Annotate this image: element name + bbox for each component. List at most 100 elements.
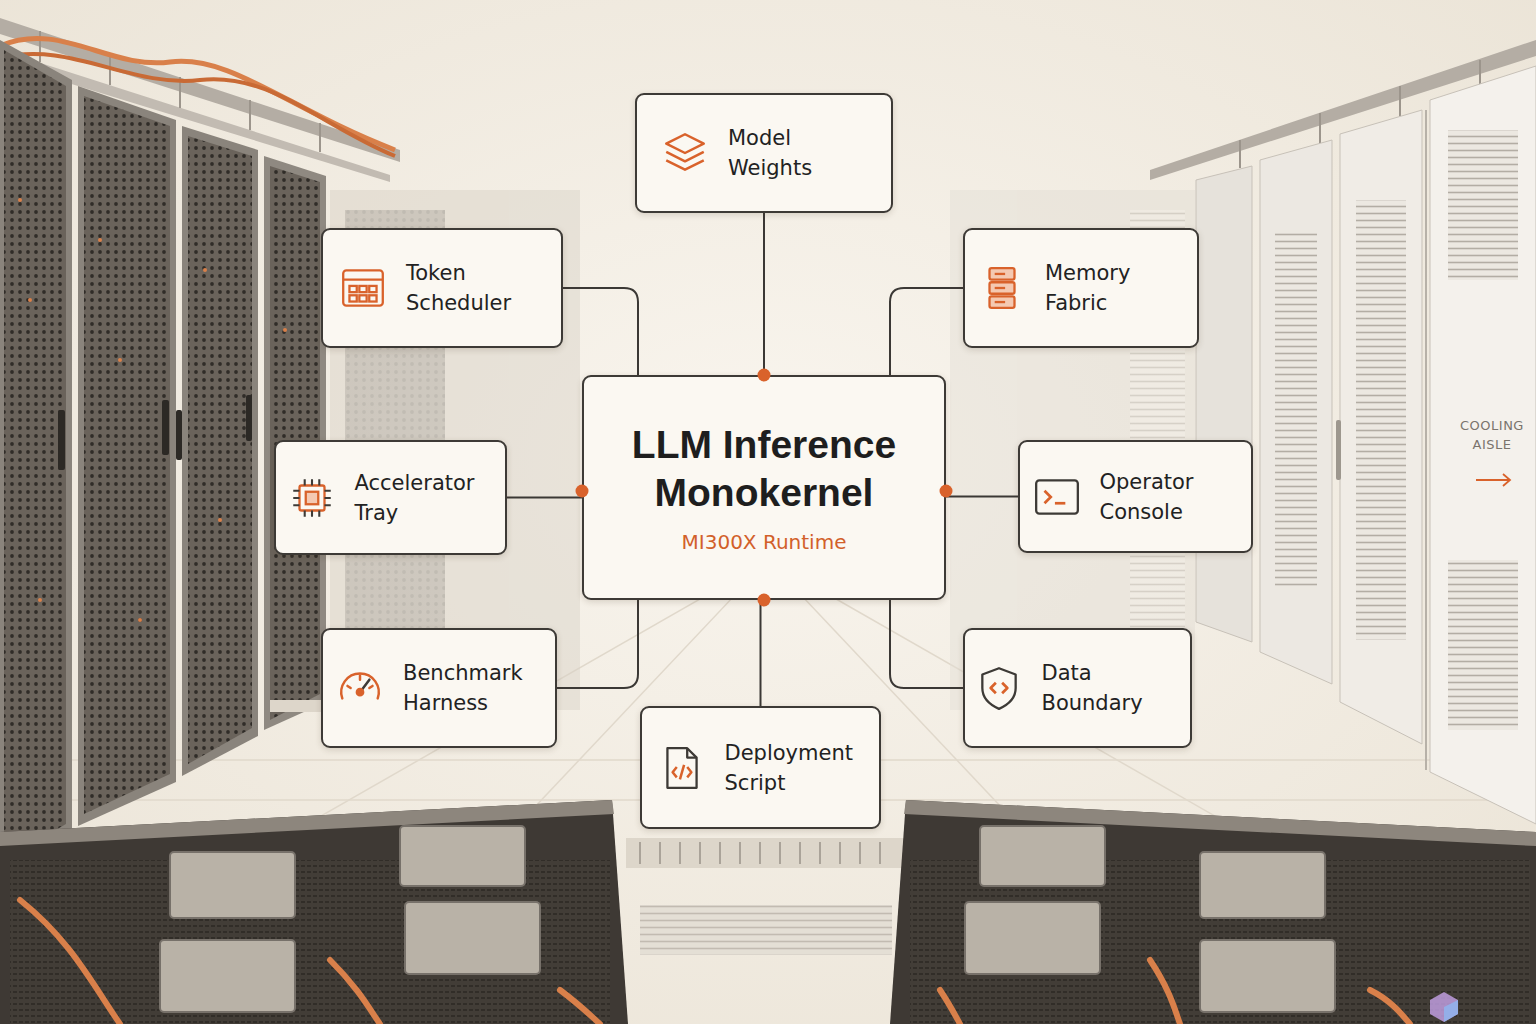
box-icon — [657, 743, 707, 793]
left-server-racks — [118, 358, 122, 362]
box-icon — [349, 295, 356, 301]
right-hardware-tray — [965, 826, 1335, 1012]
box-icon — [287, 473, 337, 523]
box-label: Token Scheduler — [406, 258, 546, 318]
text-holder: Accelerator Tray — [355, 468, 495, 528]
box-icon — [287, 473, 337, 523]
component-box: Memory Fabric — [963, 228, 1199, 348]
right-hardware-tray — [965, 902, 1100, 974]
box-icon — [1032, 472, 1082, 522]
floor-vents — [640, 842, 880, 864]
component-box: Benchmark Harness — [321, 628, 557, 748]
component-box: Operator Console — [1018, 440, 1253, 553]
floor-vents — [679, 842, 681, 864]
hub-subtitle: MI300X Runtime — [682, 529, 847, 555]
left-hardware-tray — [0, 800, 628, 1024]
left-server-racks — [188, 136, 252, 764]
right-hardware-tray — [890, 800, 1536, 1024]
right-cabinets — [1448, 130, 1518, 280]
left-server-racks — [84, 96, 170, 814]
box-icon — [299, 485, 324, 510]
cable-tray-left — [39, 31, 41, 62]
port-dots — [940, 485, 953, 498]
floor-vents — [839, 842, 841, 864]
hub-title: LLM Inference Monokernel — [599, 421, 929, 517]
left-server-racks — [182, 126, 258, 776]
corner-mark — [1444, 1000, 1458, 1022]
left-hardware-tray — [0, 800, 628, 1024]
box-icon — [657, 743, 707, 793]
box-icon — [359, 295, 366, 301]
box-icon — [305, 491, 318, 504]
wall-sign: COOLING AISLE — [1452, 416, 1532, 454]
component-box: Accelerator Tray — [274, 440, 507, 555]
left-hardware-tray — [400, 826, 525, 886]
floor-vents — [859, 842, 861, 864]
right-cabinets — [1340, 110, 1422, 744]
left-hardware-tray — [405, 902, 540, 974]
box-icon — [666, 134, 704, 153]
text-holder: Deployment Script — [725, 738, 865, 798]
box-icon — [343, 270, 383, 305]
left-server-racks — [28, 298, 32, 302]
floor-vents — [639, 842, 641, 864]
corner-mark — [1430, 992, 1458, 1022]
connector-line — [563, 288, 638, 375]
left-hardware-tray — [170, 852, 295, 918]
box-icon — [977, 263, 1027, 313]
box-icon — [974, 663, 1024, 713]
box-icon — [1054, 501, 1064, 504]
box-icon — [660, 128, 710, 178]
box-icon — [348, 676, 373, 689]
box-icon — [995, 287, 1005, 289]
box-label: Data Boundary — [1042, 658, 1182, 718]
text-holder: Benchmark Harness — [403, 658, 543, 718]
floor-vents — [626, 838, 906, 868]
right-hardware-tray — [940, 960, 1410, 1024]
connector-line — [946, 496, 1018, 498]
box-icon — [369, 286, 376, 292]
right-hardware-tray — [1200, 940, 1335, 1012]
box-icon — [341, 674, 379, 699]
right-cabinets — [1425, 110, 1427, 770]
box-icon — [974, 663, 1024, 713]
box-icon — [995, 273, 1005, 275]
port-dots — [576, 485, 589, 498]
box-icon — [995, 301, 1005, 303]
box-icon — [666, 160, 704, 169]
right-cabinets — [1196, 166, 1252, 642]
right-cabinets — [1356, 200, 1406, 640]
box-icon — [990, 268, 1015, 279]
text-holder: Operator Console — [1100, 467, 1240, 527]
left-hardware-tray — [20, 900, 120, 1024]
box-label: Accelerator Tray — [355, 468, 495, 528]
right-hardware-tray — [940, 990, 960, 1024]
box-icon — [349, 286, 356, 292]
box-icon — [338, 263, 388, 313]
left-server-racks — [58, 410, 65, 470]
right-cabinets — [1448, 560, 1518, 730]
port-dots — [758, 594, 771, 607]
box-icon — [679, 764, 683, 779]
box-icon — [977, 263, 1027, 313]
floor-vents — [799, 842, 801, 864]
corner-mark — [1430, 992, 1458, 1022]
cable-tray-right — [1319, 113, 1321, 143]
box-icon — [293, 479, 331, 517]
box-icon — [666, 152, 704, 161]
right-cabinets — [1430, 66, 1536, 824]
box-icon — [990, 683, 995, 693]
connector-line — [763, 213, 765, 375]
text-holder: Model Weights — [728, 123, 868, 183]
hub-box: LLM Inference MonokernelMI300X Runtime — [582, 375, 946, 600]
box-icon — [1044, 490, 1050, 503]
floor-vents — [879, 842, 881, 864]
left-server-racks — [176, 410, 182, 460]
text-holder: Data Boundary — [1042, 658, 1182, 718]
left-server-racks — [4, 50, 66, 860]
left-server-racks — [58, 395, 252, 470]
left-hardware-tray — [560, 990, 600, 1024]
floor-vents — [640, 905, 892, 955]
